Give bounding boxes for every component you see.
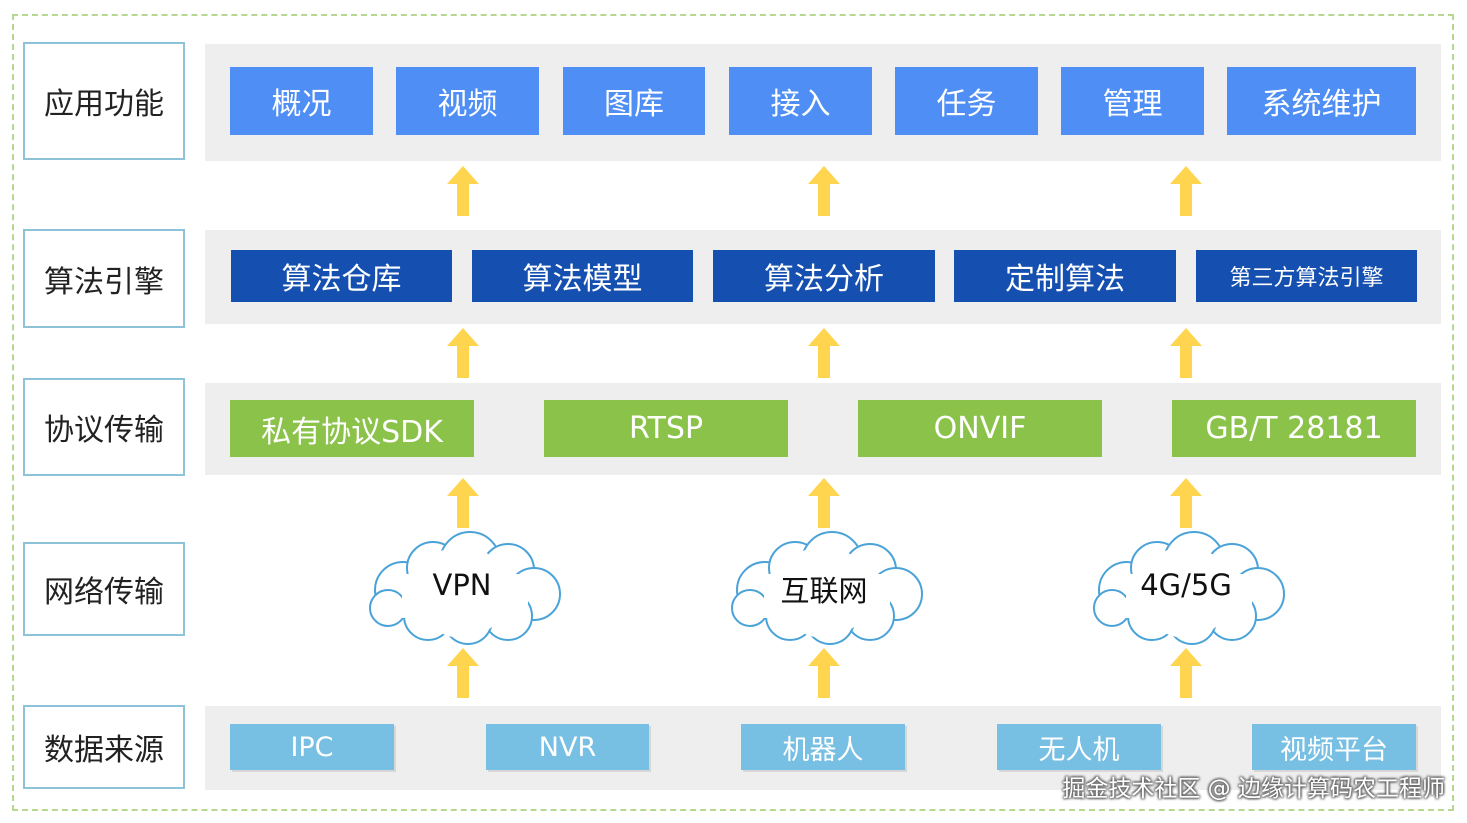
algo-box-model: 算法模型 <box>472 250 693 302</box>
source-box-ipc: IPC <box>230 724 394 770</box>
arrow-up-icon <box>447 648 479 698</box>
source-box-robot: 机器人 <box>741 724 905 770</box>
app-box-gallery: 图库 <box>563 67 705 135</box>
network-label-internet: 互联网 <box>780 574 868 608</box>
layer-label-protocol: 协议传输 <box>23 378 185 476</box>
source-box-video-platform: 视频平台 <box>1252 724 1416 770</box>
arrow-up-icon <box>447 328 479 378</box>
protocol-box-sdk: 私有协议SDK <box>230 400 474 457</box>
watermark-text: 掘金技术社区 @ 边缘计算码农工程师 <box>1062 776 1445 802</box>
algo-box-third-party: 第三方算法引擎 <box>1196 250 1417 302</box>
algo-box-custom: 定制算法 <box>954 250 1176 302</box>
cloud-icon <box>1093 531 1285 645</box>
protocol-box-rtsp: RTSP <box>544 400 788 457</box>
app-box-access: 接入 <box>729 67 872 135</box>
algo-box-analysis: 算法分析 <box>713 250 935 302</box>
protocol-box-gbt28181: GB/T 28181 <box>1172 400 1416 457</box>
app-box-maintenance: 系统维护 <box>1227 67 1416 135</box>
arrow-up-icon <box>808 166 840 216</box>
outer-dashed-frame <box>12 14 1454 811</box>
layer-label-network: 网络传输 <box>23 542 185 636</box>
source-box-nvr: NVR <box>486 724 649 770</box>
protocol-box-onvif: ONVIF <box>858 400 1102 457</box>
algo-box-repository: 算法仓库 <box>231 250 452 302</box>
app-box-task: 任务 <box>895 67 1038 135</box>
network-label-vpn: VPN <box>432 568 492 602</box>
arrow-up-icon <box>447 166 479 216</box>
arrow-up-icon <box>808 648 840 698</box>
layer-label-application: 应用功能 <box>23 42 185 160</box>
arrow-up-icon <box>808 328 840 378</box>
arrow-up-icon <box>1170 328 1202 378</box>
layer-label-algorithm: 算法引擎 <box>23 229 185 328</box>
layer-label-sources: 数据来源 <box>23 705 185 789</box>
source-box-drone: 无人机 <box>997 724 1161 770</box>
arrow-up-icon <box>1170 648 1202 698</box>
app-box-overview: 概况 <box>230 67 373 135</box>
app-box-video: 视频 <box>396 67 539 135</box>
arrow-up-icon <box>808 478 840 528</box>
cloud-icon <box>369 531 561 645</box>
arrow-up-icon <box>1170 478 1202 528</box>
network-label-4g5g: 4G/5G <box>1140 568 1232 602</box>
cloud-icon <box>731 531 923 645</box>
arrow-up-icon <box>447 478 479 528</box>
app-box-management: 管理 <box>1061 67 1204 135</box>
arrow-up-icon <box>1170 166 1202 216</box>
